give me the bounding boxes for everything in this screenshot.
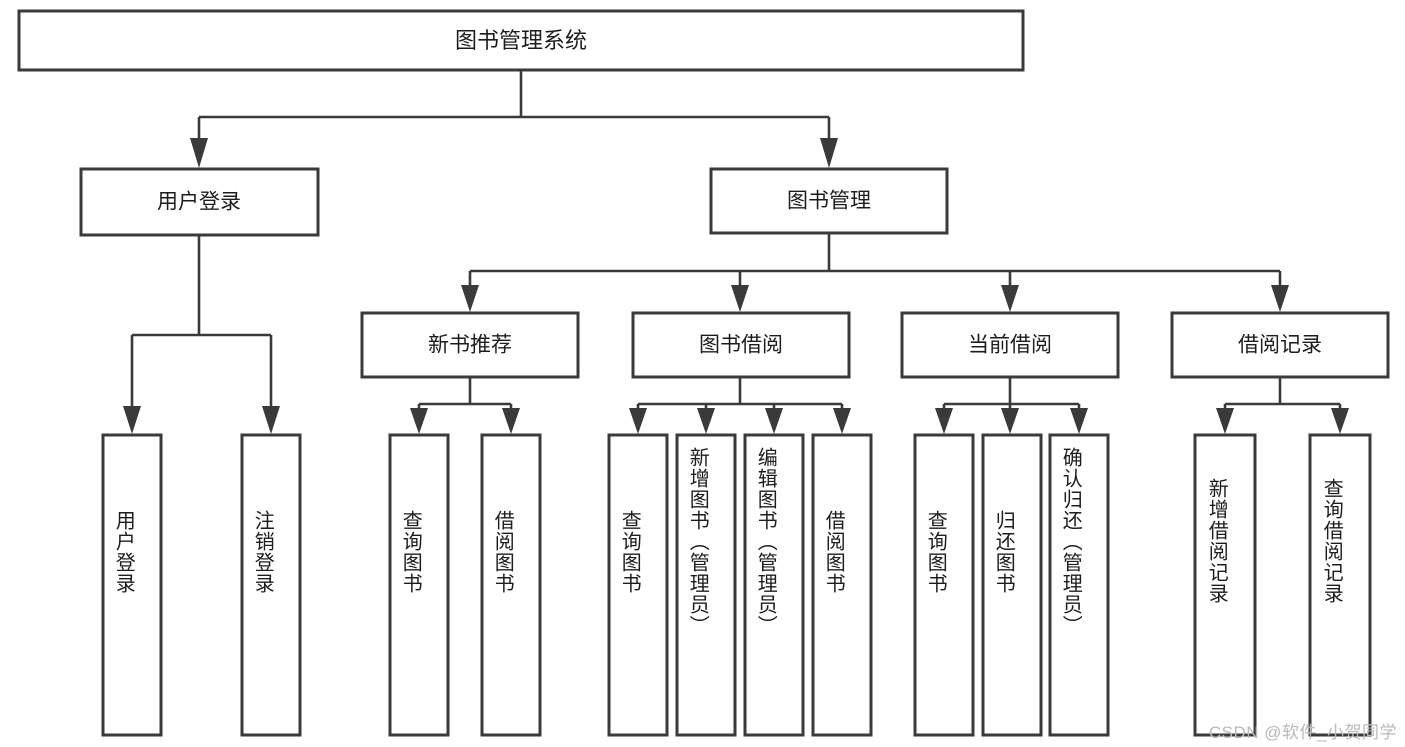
node-root-box[interactable] <box>17 9 1025 72</box>
node-current-borrow-label: 当前借阅 <box>968 334 1052 357</box>
node-book-borrow-label: 图书借阅 <box>699 334 783 357</box>
node-layer: 图书管理系统 用户登录 图书管理 新书推荐 图书借阅 当前借阅 借阅记录 <box>17 9 1390 737</box>
arrow-head-book-mgmt <box>820 138 838 168</box>
arrow-head-leaf-borrow-book-2 <box>833 408 851 434</box>
node-leaf-edit-book-box[interactable] <box>743 433 805 737</box>
node-book-mgmt-box[interactable] <box>709 167 949 235</box>
node-leaf-user-login-box[interactable] <box>101 433 163 737</box>
node-leaf-borrow-book-1-box[interactable] <box>480 433 542 737</box>
arrow-head-leaf-query-book-3 <box>935 408 953 434</box>
arrow-head-leaf-query-record <box>1331 408 1349 434</box>
arrow-head-leaf-query-book-2 <box>629 408 647 434</box>
arrow-head-leaf-logout <box>262 406 280 434</box>
node-book-mgmt-label: 图书管理 <box>787 190 871 213</box>
node-root-label: 图书管理系统 <box>455 28 587 53</box>
arrow-head-borrow-record <box>1271 285 1289 312</box>
node-book-borrow-box[interactable] <box>631 311 851 379</box>
node-user-login-box[interactable] <box>79 167 320 237</box>
arrow-head-leaf-confirm-return <box>1070 408 1088 434</box>
arrow-head-book-borrow <box>731 285 749 312</box>
arrow-head-leaf-borrow-book-1 <box>502 408 520 434</box>
arrow-head-leaf-user-login <box>123 406 141 434</box>
node-borrow-record-box[interactable] <box>1170 311 1390 379</box>
node-current-borrow-box[interactable] <box>900 311 1120 379</box>
arrow-head-leaf-add-record <box>1216 408 1234 434</box>
node-leaf-return-book-box[interactable] <box>981 433 1043 737</box>
node-leaf-add-record-box[interactable] <box>1193 433 1257 737</box>
node-user-login-label: 用户登录 <box>157 191 241 214</box>
node-leaf-add-book-box[interactable] <box>675 433 737 737</box>
arrow-head-leaf-query-book-1 <box>410 408 428 434</box>
node-leaf-confirm-return-box[interactable] <box>1048 433 1110 737</box>
arrow-head-user-login <box>190 138 208 168</box>
arrow-head-leaf-return-book <box>1001 408 1019 434</box>
node-borrow-record-label: 借阅记录 <box>1238 334 1322 357</box>
node-leaf-query-book-2-box[interactable] <box>607 433 669 737</box>
arrow-head-leaf-edit-book <box>765 408 783 434</box>
connector-layer <box>123 70 1349 434</box>
node-leaf-query-record-box[interactable] <box>1308 433 1372 737</box>
node-leaf-query-book-1-box[interactable] <box>388 433 450 737</box>
node-new-book-rec-label: 新书推荐 <box>428 334 512 357</box>
node-leaf-logout-box[interactable] <box>240 433 302 737</box>
node-new-book-rec-box[interactable] <box>360 311 580 379</box>
node-leaf-borrow-book-2-box[interactable] <box>811 433 873 737</box>
csdn-watermark: CSDN @软件_小贺同学 <box>1208 723 1397 742</box>
arrow-head-current-borrow <box>1001 285 1019 312</box>
arrow-head-new-book-rec <box>461 285 479 312</box>
node-leaf-query-book-3-box[interactable] <box>913 433 975 737</box>
arrow-head-leaf-add-book <box>697 408 715 434</box>
